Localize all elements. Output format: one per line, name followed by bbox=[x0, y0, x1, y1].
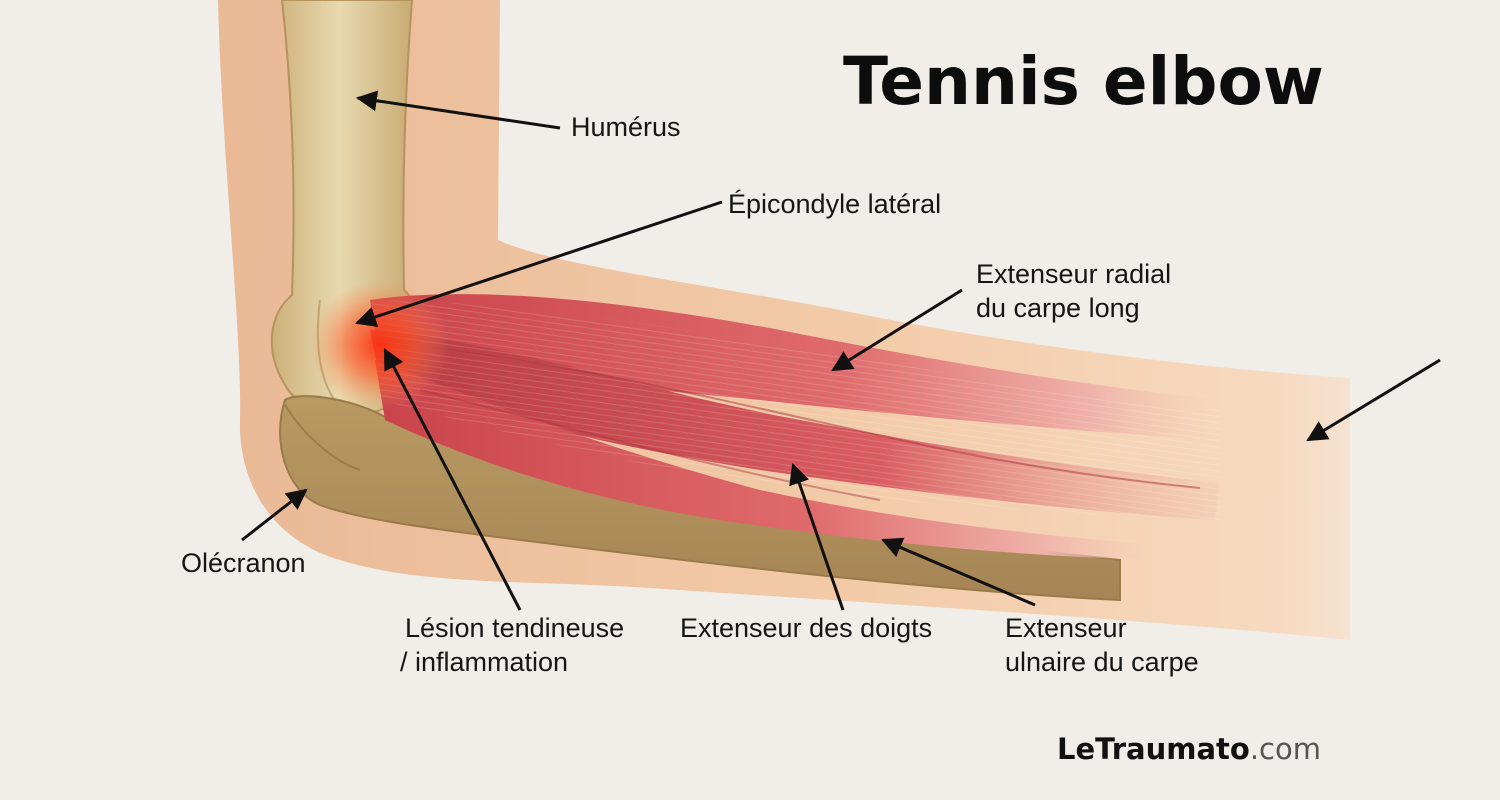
label-ecu-line2: ulnaire du carpe bbox=[1005, 647, 1199, 677]
label-lesion-line1: Lésion tendineuse bbox=[405, 613, 625, 643]
label-ecrl-line2: du carpe long bbox=[976, 293, 1140, 323]
brand-name: LeTraumato bbox=[1057, 732, 1250, 766]
arrow-hand bbox=[1306, 358, 1441, 442]
arrow-epicondyle bbox=[355, 200, 723, 328]
label-humerus: Humérus bbox=[571, 112, 681, 142]
inflammation-zone bbox=[310, 280, 450, 410]
arrow-extensor-digitorum bbox=[789, 463, 845, 611]
arrow-ecrl bbox=[831, 288, 963, 372]
arrow-humerus bbox=[355, 90, 561, 130]
brand-suffix: .com bbox=[1249, 732, 1321, 766]
arrow-lesion bbox=[383, 348, 522, 611]
muscle-ecu bbox=[375, 360, 1160, 560]
arrow-olecranon bbox=[241, 488, 308, 542]
label-lateral-epicondyle: Épicondyle latéral bbox=[728, 189, 942, 219]
label-olecranon: Olécranon bbox=[181, 548, 306, 578]
label-ecu-line1: Extenseur bbox=[1005, 613, 1127, 643]
leader-lines bbox=[241, 90, 1441, 611]
diagram-title: Tennis elbow bbox=[843, 43, 1324, 120]
label-lesion-line2: / inflammation bbox=[400, 647, 569, 677]
label-ecrl-line1: Extenseur radial bbox=[976, 259, 1172, 289]
label-extensor-digitorum: Extenseur des doigts bbox=[680, 613, 933, 643]
site-brand: LeTraumato.com bbox=[1057, 731, 1321, 767]
arrow-ecu bbox=[881, 537, 1036, 607]
